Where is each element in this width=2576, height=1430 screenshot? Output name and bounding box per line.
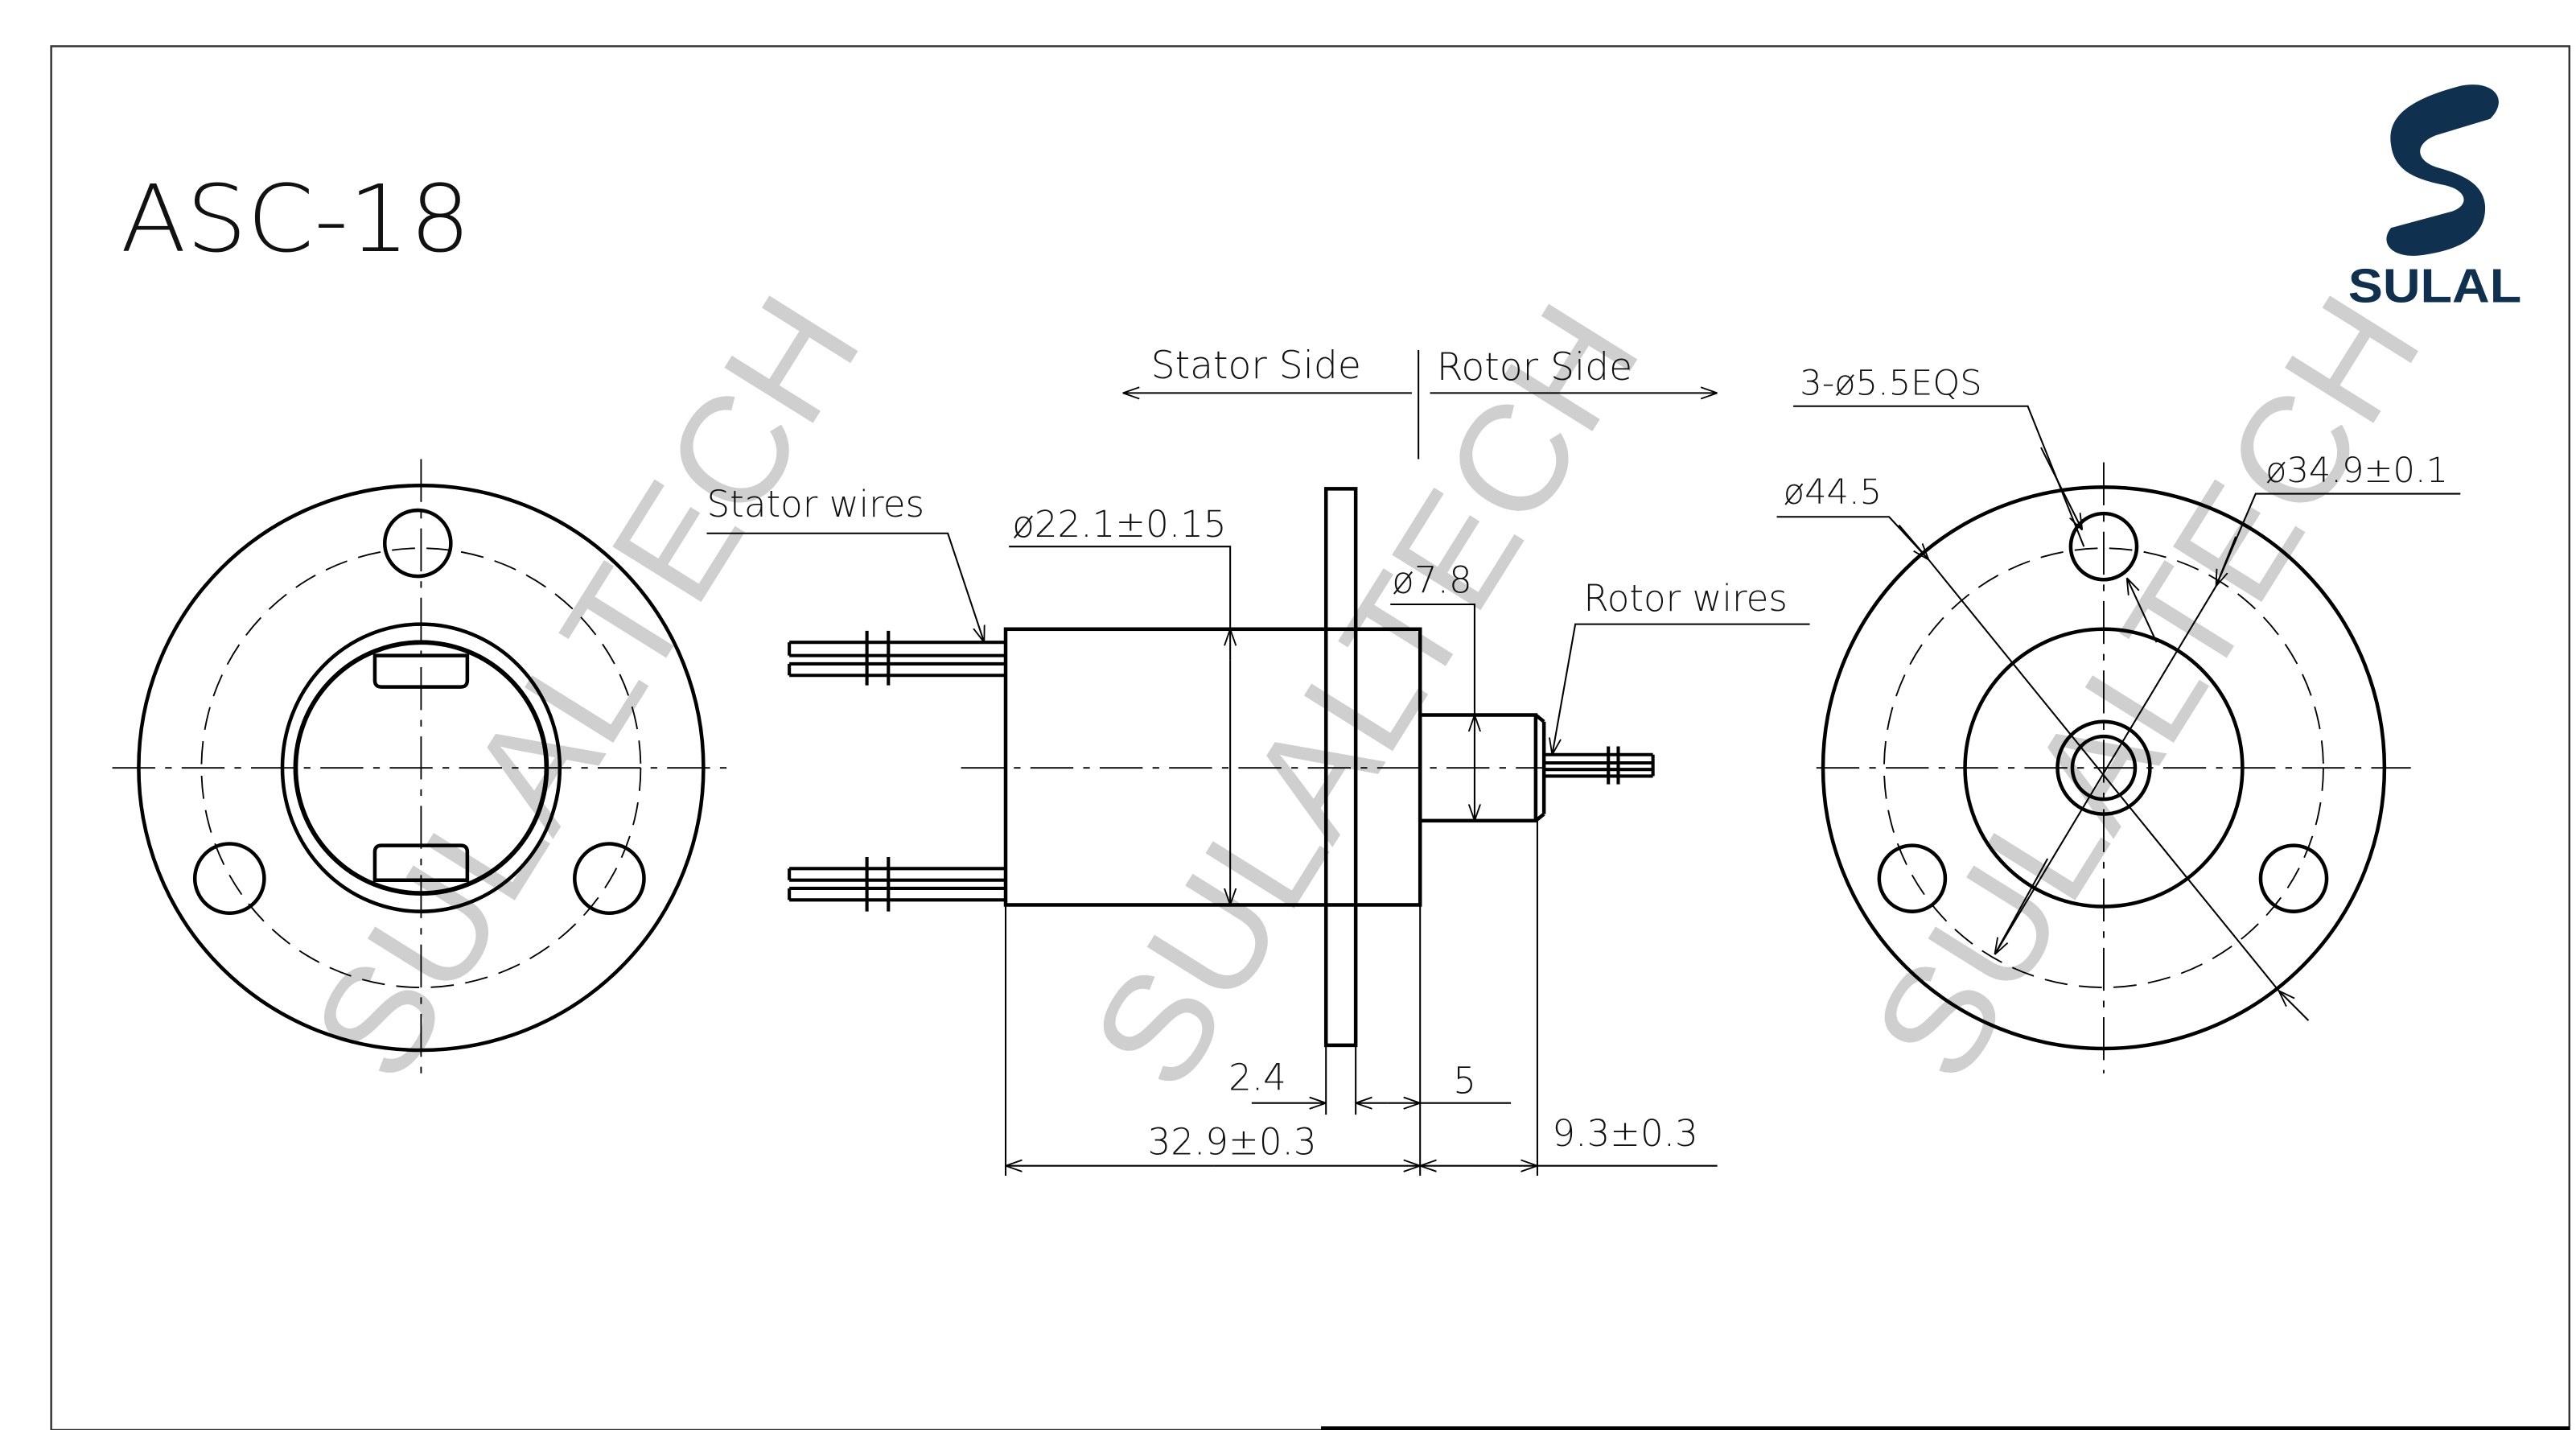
drawing-title: ASC-18 [121, 166, 471, 274]
stator-wires-callout: Stator wires [706, 483, 924, 525]
rotor-wires [1544, 746, 1655, 785]
stator-wires-bottom [788, 856, 1006, 912]
shaft-length-dim: 9.3±0.3 [1552, 1112, 1697, 1155]
rotor-end-view: 3-ø5.5EQS ø44.5 ø34.9±0.1 [1776, 363, 2461, 1074]
shaft-diameter-dim: ø7.8 [1392, 559, 1471, 602]
stator-end-view [112, 459, 730, 1077]
flange-diameter-dim: ø44.5 [1784, 472, 1882, 513]
shaft-step-dim: 5 [1453, 1059, 1476, 1102]
logo-brand-text: SULAL [2348, 259, 2522, 313]
bolt-circle-dim: ø34.9±0.1 [2265, 451, 2448, 491]
watermark-center: SULALTECH [1060, 276, 1672, 1115]
logo-s-mark-icon [2386, 84, 2499, 256]
body-diameter-dim: ø22.1±0.15 [1012, 503, 1226, 546]
stator-wires-top [788, 630, 1006, 686]
rotor-wires-callout: Rotor wires [1583, 577, 1787, 620]
watermark-group: SULALTECH SULALTECH SULALTECH [280, 268, 2453, 1115]
flange-thickness-dim: 2.4 [1228, 1056, 1286, 1098]
body-length-dim: 32.9±0.3 [1148, 1120, 1317, 1163]
side-view: Stator Side Rotor Side Stator wires ø22.… [706, 344, 1810, 1176]
rotor-side-label: Rotor Side [1437, 345, 1632, 389]
stator-side-label: Stator Side [1151, 344, 1361, 388]
mounting-holes-dim: 3-ø5.5EQS [1800, 363, 1981, 403]
drawing-frame [50, 45, 2571, 1430]
sulal-logo: SULAL [2348, 84, 2522, 313]
